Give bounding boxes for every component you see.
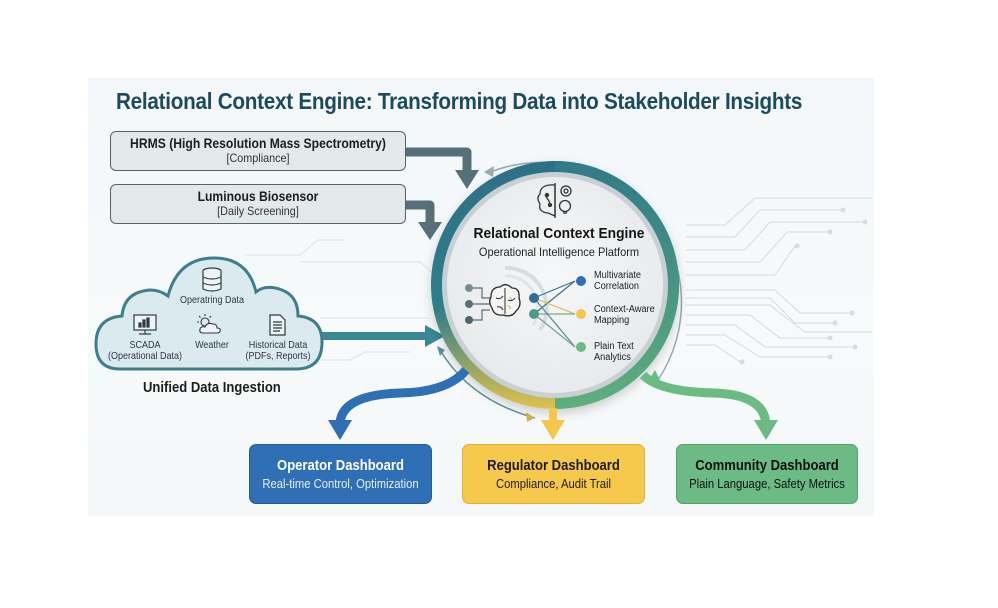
arrow-head-biosensor [418, 222, 442, 240]
engine-circle [431, 161, 679, 409]
source-biosensor-tag: [Daily Screening] [217, 204, 299, 218]
operator-dashboard-title: Operator Dashboard [277, 458, 404, 474]
cloud-label-scada: SCADA (Operational Data) [105, 340, 186, 362]
community-dashboard: Community Dashboard Plain Language, Safe… [676, 444, 858, 504]
circuit-lines-left [245, 239, 436, 361]
weather-icon [197, 314, 221, 334]
feature-mapping: Context-Aware Mapping [594, 304, 655, 326]
scada-line2: (Operational Data) [107, 351, 183, 362]
cloud-label-operating-data: Operatring Data [179, 295, 245, 306]
regulator-dashboard: Regulator Dashboard Compliance, Audit Tr… [462, 444, 645, 504]
cloud-label-weather: Weather [195, 340, 229, 351]
feature-analytics-line1: Plain Text [594, 341, 634, 352]
cloud-label-historical: Historical Data (PDFs, Reports) [242, 340, 314, 362]
node-teal [529, 309, 539, 319]
ingestion-arrow-head [425, 325, 445, 347]
source-hrms: HRMS (High Resolution Mass Spectrometry)… [110, 131, 406, 171]
regulator-dashboard-title: Regulator Dashboard [487, 458, 620, 474]
source-hrms-tag: [Compliance] [226, 151, 290, 165]
source-hrms-name: HRMS (High Resolution Mass Spectrometry) [130, 136, 386, 151]
database-icon [202, 267, 222, 292]
arrow-head-hrms [455, 170, 479, 189]
brain-network-icon [465, 284, 521, 324]
engine-subtitle: Operational Intelligence Platform [478, 245, 640, 259]
monitor-chart-icon [133, 314, 157, 335]
circuit-nodes-right [739, 207, 868, 365]
source-biosensor-name: Luminous Biosensor [197, 189, 319, 204]
feature-dot-correlation [576, 276, 586, 286]
node-blue [529, 293, 539, 303]
data-cloud [94, 256, 324, 371]
feature-dot-analytics [576, 342, 586, 352]
community-dashboard-subtitle: Plain Language, Safety Metrics [689, 477, 845, 491]
scada-line1: SCADA [129, 340, 161, 351]
community-dashboard-title: Community Dashboard [695, 458, 839, 474]
community-flow-arrow [639, 371, 771, 426]
document-icon [269, 314, 286, 336]
circuit-lines-right [686, 197, 872, 363]
inner-arc [504, 265, 549, 332]
historical-line1: Historical Data [248, 340, 308, 351]
source-arrows [406, 147, 472, 225]
feature-mapping-line2: Mapping [594, 315, 630, 326]
operator-dashboard-subtitle: Real-time Control, Optimization [262, 477, 419, 491]
regulator-dashboard-subtitle: Compliance, Audit Trail [495, 477, 612, 491]
historical-line2: (PDFs, Reports) [245, 351, 311, 362]
feature-analytics: Plain Text Analytics [594, 341, 634, 363]
feature-analytics-line2: Analytics [594, 352, 631, 363]
engine-title: Relational Context Engine [473, 225, 645, 242]
feature-correlation: Multivariate Correlation [594, 270, 641, 292]
brain-gear-bulb-icon [537, 183, 572, 218]
operator-dashboard: Operator Dashboard Real-time Control, Op… [249, 444, 432, 504]
source-biosensor: Luminous Biosensor [Daily Screening] [110, 184, 406, 224]
feature-correlation-line1: Multivariate [594, 270, 642, 281]
feedback-arc-left [439, 349, 536, 419]
operator-flow-arrow [335, 366, 470, 426]
diagram-title: Relational Context Engine: Transforming … [116, 88, 803, 114]
feature-dot-mapping [576, 309, 586, 319]
ingestion-caption: Unified Data Ingestion [143, 380, 281, 396]
feature-correlation-line2: Correlation [594, 281, 640, 292]
correlation-network [533, 280, 576, 348]
feature-mapping-line1: Context-Aware [594, 304, 655, 315]
